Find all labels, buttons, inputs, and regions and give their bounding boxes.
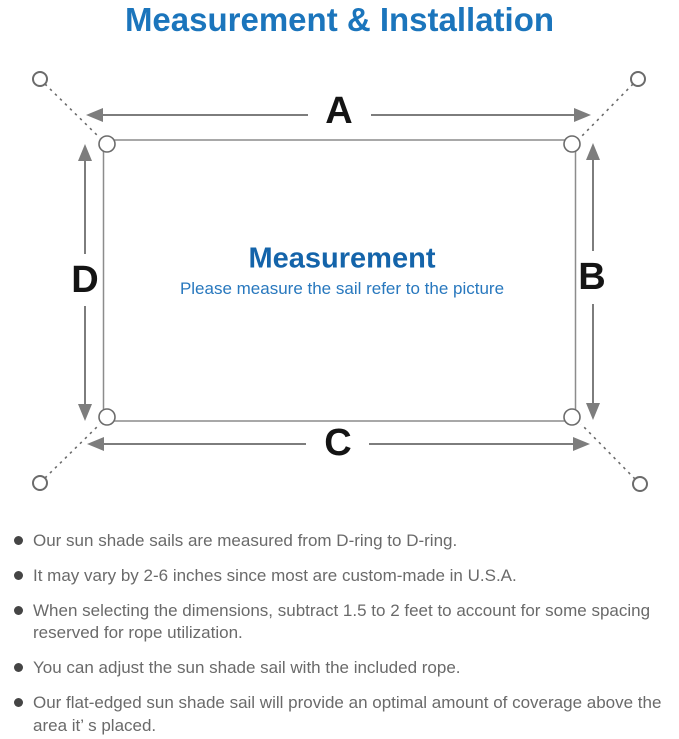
dimension-arrow-lines (84, 114, 594, 445)
dimension-label-c: C (324, 422, 352, 464)
note-text: Our sun shade sails are measured from D-… (33, 531, 458, 550)
bullet-icon (14, 663, 23, 673)
rope-dashed-lines (44, 83, 636, 480)
note-text: It may vary by 2-6 inches since most are… (33, 566, 517, 586)
d-ring-icons (98, 135, 581, 426)
diagram-center-title: Measurement (248, 242, 436, 275)
note-text: When selecting the dimensions, subtract … (33, 601, 651, 643)
note-text: You can adjust the sun shade sail with t… (33, 658, 461, 678)
arrowhead-icons (78, 108, 600, 451)
anchor-point-icons (32, 71, 648, 492)
note-text: Our flat-edged sun shade sail will provi… (33, 693, 662, 735)
notes-list: Our sun shade sails are measured from D-… (13, 530, 675, 739)
list-item: Our flat-edged sun shade sail will provi… (13, 692, 675, 736)
list-item: You can adjust the sun shade sail with t… (13, 657, 675, 679)
dimension-label-d: D (71, 259, 99, 301)
list-item: When selecting the dimensions, subtract … (13, 600, 675, 644)
dimension-label-a: A (325, 90, 353, 132)
dimension-label-b: B (578, 256, 606, 298)
list-item: Our sun shade sails are measured from D-… (13, 530, 675, 552)
sail-rectangle (102, 139, 577, 422)
page-title: Measurement & Installation (124, 1, 555, 38)
bullet-icon (14, 606, 23, 616)
bullet-icon (14, 698, 23, 708)
diagram-center-subtitle: Please measure the sail refer to the pic… (179, 279, 505, 298)
list-item: It may vary by 2-6 inches since most are… (13, 565, 675, 587)
bullet-icon (14, 536, 23, 545)
bullet-icon (14, 571, 23, 581)
